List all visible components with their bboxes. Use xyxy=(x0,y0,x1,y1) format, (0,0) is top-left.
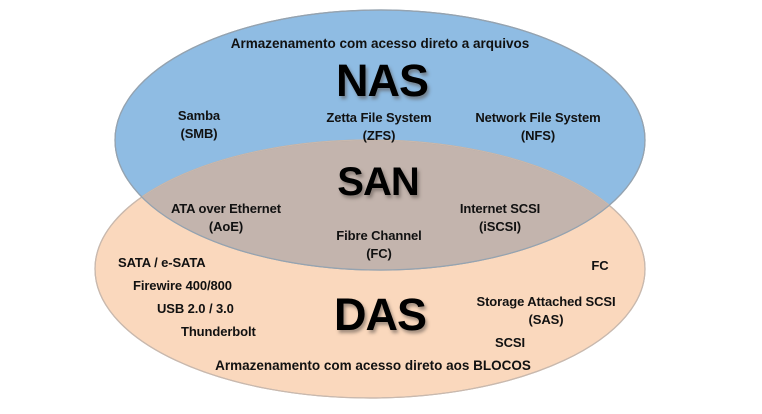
nas-title: NAS xyxy=(335,55,429,106)
das-title: DAS xyxy=(333,289,427,340)
san-item-aoe-line1: ATA over Ethernet xyxy=(170,201,282,216)
nas-item-samba-line2: (SMB) xyxy=(180,126,218,141)
nas-item-zfs-line1: Zetta File System xyxy=(326,110,432,125)
nas-item-zfs-line2: (ZFS) xyxy=(362,128,396,143)
san-item-fc-line2: (FC) xyxy=(366,246,392,261)
nas-item-nfs-line1: Network File System xyxy=(475,110,601,125)
das-right-item-fc: FC xyxy=(591,258,609,273)
das-left-item-sata: SATA / e-SATA xyxy=(118,255,206,270)
das-right-item-sas-line2: (SAS) xyxy=(528,312,564,327)
san-item-iscsi-line1: Internet SCSI xyxy=(459,201,541,216)
nas-caption: Armazenamento com acesso direto a arquiv… xyxy=(230,36,530,51)
san-item-aoe-line2: (AoE) xyxy=(208,219,244,234)
nas-item-nfs-line2: (NFS) xyxy=(520,128,556,143)
das-caption: Armazenamento com acesso direto aos BLOC… xyxy=(215,358,531,373)
das-left-item-usb: USB 2.0 / 3.0 xyxy=(157,301,234,316)
das-right-item-sas-line1: Storage Attached SCSI xyxy=(476,294,616,309)
san-item-iscsi-line2: (iSCSI) xyxy=(479,219,521,234)
das-left-item-thunderbolt: Thunderbolt xyxy=(181,324,256,339)
san-item-fc-line1: Fibre Channel xyxy=(336,228,422,243)
das-right-item-scsi: SCSI xyxy=(495,335,525,350)
nas-item-samba-line1: Samba xyxy=(177,108,221,123)
das-left-item-firewire: Firewire 400/800 xyxy=(133,278,232,293)
san-title: SAN xyxy=(337,160,419,204)
